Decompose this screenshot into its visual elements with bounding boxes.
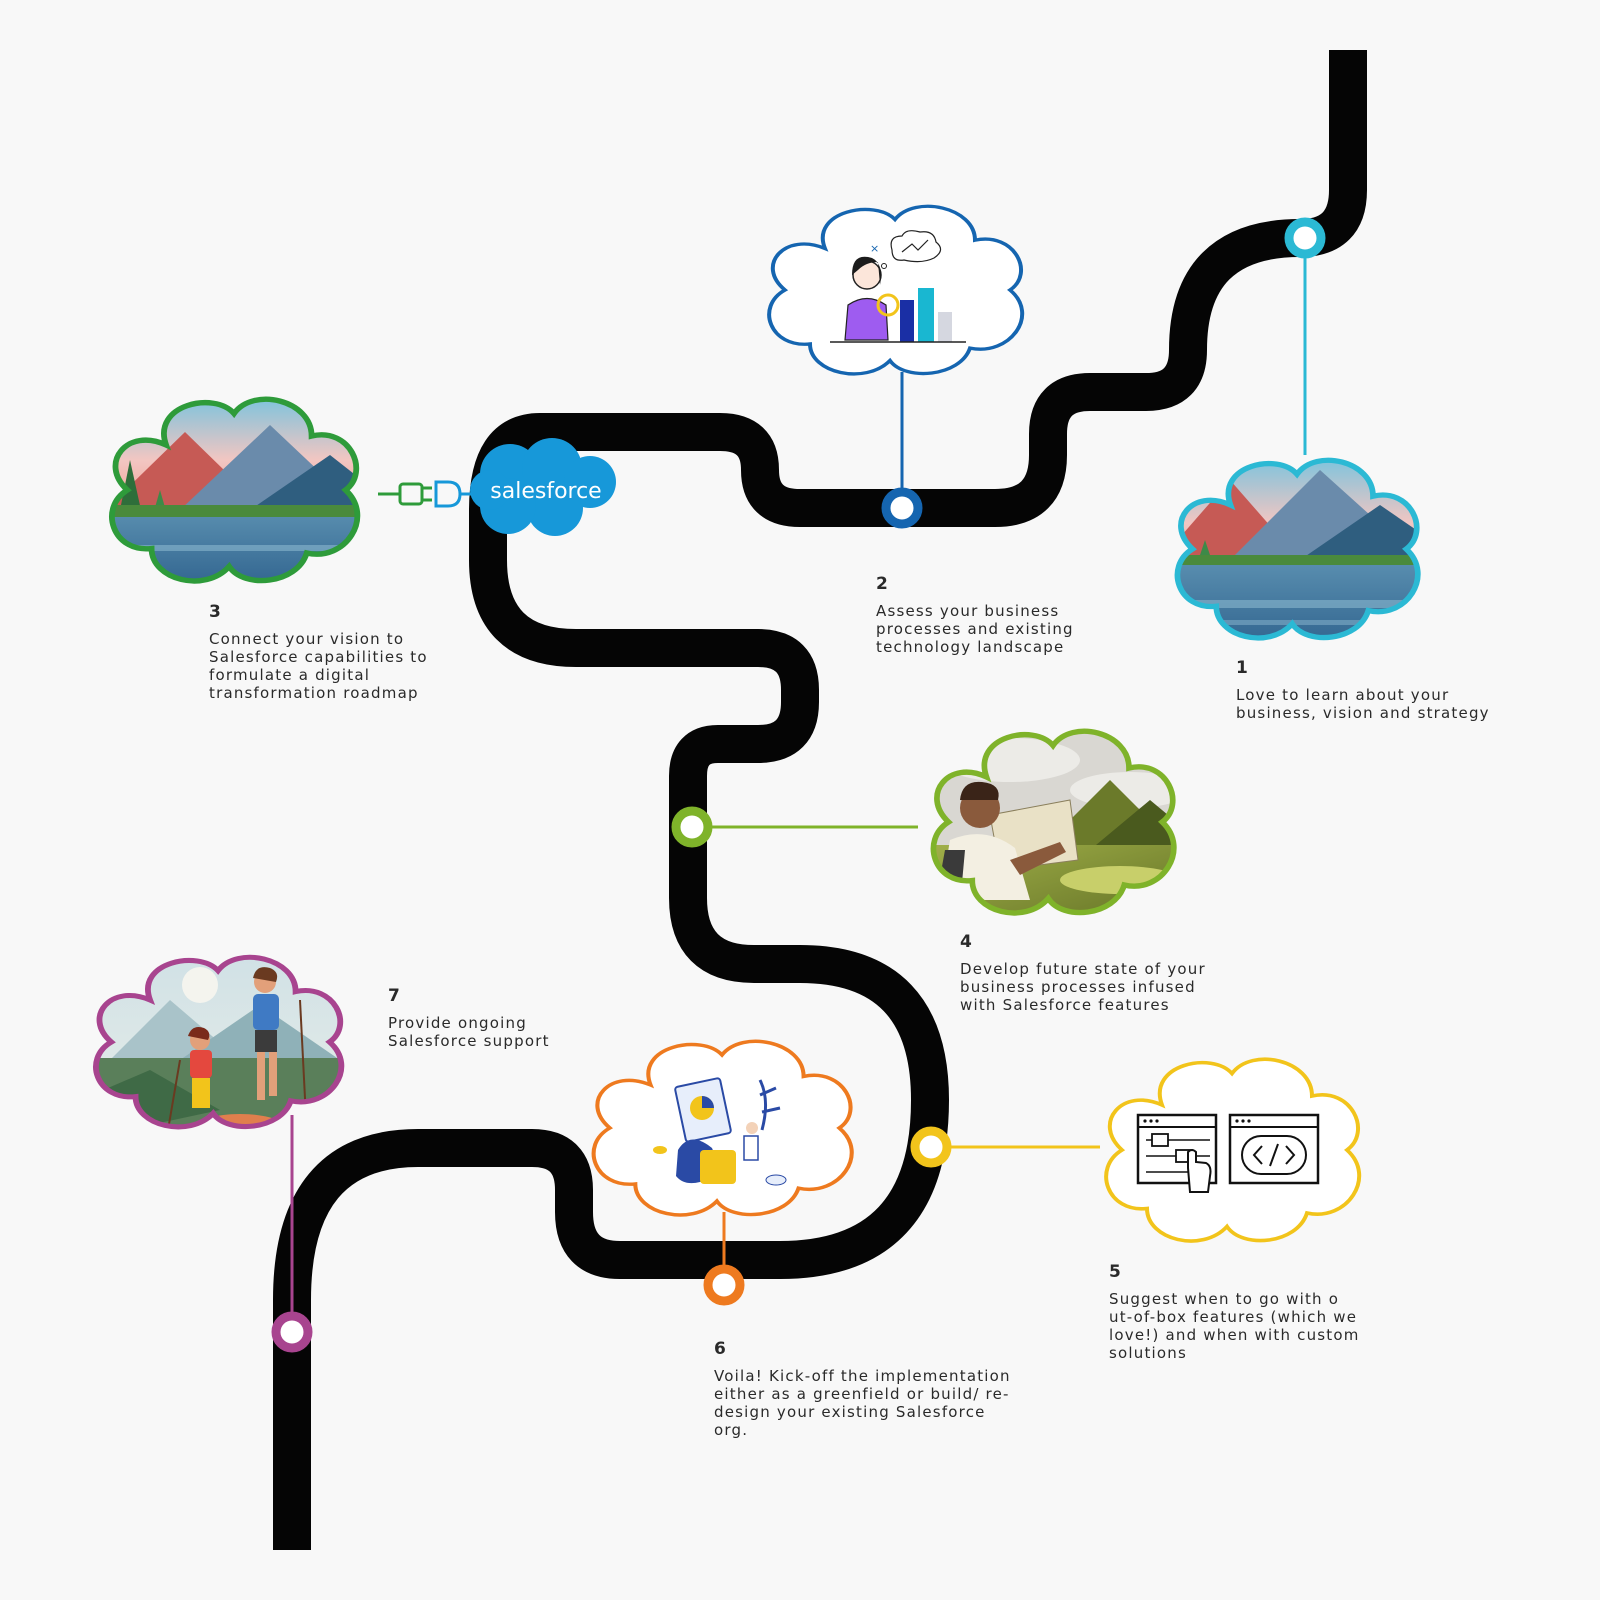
step-7: 7 Provide ongoing Salesforce support: [388, 986, 578, 1050]
step-1-number: 1: [1236, 658, 1248, 678]
step-5-description: Suggest when to go with o ut-of-box feat…: [1109, 1290, 1360, 1362]
step-1-marker-group: [1284, 217, 1326, 455]
road-path: [273, 50, 1367, 1550]
step-3: 3 Connect your vision to Salesforce capa…: [209, 602, 449, 702]
step-1-description: Love to learn about your business, visio…: [1236, 686, 1490, 722]
step-2: 2 Assess your business processes and exi…: [876, 574, 1116, 656]
step-6: 6 Voila! Kick-off the implementation eit…: [714, 1339, 1024, 1439]
step-2-number: 2: [876, 574, 888, 594]
step-6-description: Voila! Kick-off the implementation eithe…: [714, 1367, 1011, 1439]
analyst-charts-icon: ×: [767, 204, 1025, 376]
step-4-number: 4: [960, 932, 972, 952]
step-4-description: Develop future state of your business pr…: [960, 960, 1206, 1014]
step-7-marker[interactable]: [271, 1311, 313, 1353]
step-1: 1 Love to learn about your business, vis…: [1236, 658, 1506, 722]
step-3-description: Connect your vision to Salesforce capabi…: [209, 630, 428, 702]
step-2-marker-group: [881, 372, 923, 529]
step-4-marker-group: [671, 806, 918, 848]
salesforce-logo: salesforce: [470, 438, 616, 536]
step-7-marker-group: [271, 1115, 313, 1353]
step-4-marker[interactable]: [671, 806, 713, 848]
hikers-icon: [80, 945, 360, 1148]
svg-text:×: ×: [870, 242, 879, 255]
step-3-number: 3: [209, 602, 221, 622]
implementation-dashboard-icon: [594, 1041, 852, 1215]
step-2-marker[interactable]: [881, 487, 923, 529]
step-4: 4 Develop future state of your business …: [960, 932, 1220, 1014]
step-5-marker-group: [910, 1126, 1100, 1168]
step-6-number: 6: [714, 1339, 726, 1359]
plug-icon: [378, 480, 476, 508]
step-2-description: Assess your business processes and exist…: [876, 602, 1074, 656]
step-1-marker[interactable]: [1284, 217, 1326, 259]
step-5-number: 5: [1109, 1262, 1121, 1282]
mountain-lake-landscape-icon: [1160, 450, 1460, 660]
config-and-code-icon: [1104, 1057, 1362, 1243]
step-5-marker[interactable]: [910, 1126, 952, 1168]
mountain-lake-landscape-icon: [95, 390, 400, 600]
step-5: 5 Suggest when to go with o ut-of-box fe…: [1109, 1262, 1369, 1362]
traveler-map-icon: [910, 720, 1210, 935]
step-7-description: Provide ongoing Salesforce support: [388, 1014, 550, 1050]
step-7-number: 7: [388, 986, 400, 1006]
step-6-marker-group: [703, 1212, 745, 1306]
salesforce-logo-text: salesforce: [490, 479, 601, 504]
step-6-marker[interactable]: [703, 1264, 745, 1306]
